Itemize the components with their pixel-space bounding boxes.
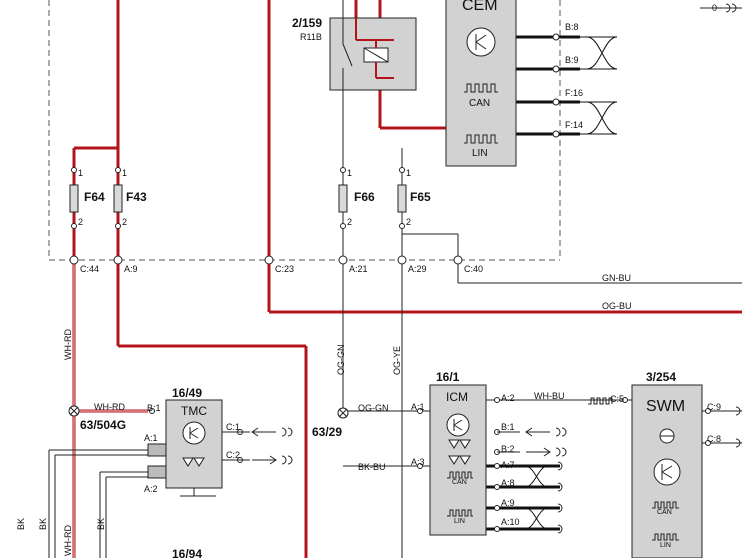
- conn-a9: A:9: [124, 264, 138, 274]
- icm-pin-a1: A:1: [411, 402, 425, 412]
- fuse-f64-label: F64: [84, 190, 105, 204]
- thin-wires: [48, 0, 742, 558]
- swm-lin-label: LIN: [660, 542, 671, 549]
- icm-lin-label: LIN: [454, 518, 465, 525]
- fuse-f43-label: F43: [126, 190, 147, 204]
- tmc-pin-a2: A:2: [144, 484, 158, 494]
- wire-gn-bu: GN-BU: [602, 273, 631, 283]
- icm-pin-a7: A:7: [501, 460, 515, 470]
- icm-pin-a9: A:9: [501, 498, 515, 508]
- cem-can-label: CAN: [469, 98, 490, 109]
- twisted-pair-symbols: [524, 36, 618, 530]
- icm-box: [429, 384, 613, 536]
- splice-63-29: 63/29: [312, 425, 342, 439]
- icm-ref: 16/1: [436, 370, 460, 384]
- cem-box: [445, 0, 517, 167]
- relay-ref: 2/159: [292, 16, 322, 30]
- conn-c23: C:23: [275, 264, 294, 274]
- fuse-f43-pin2: 2: [122, 217, 127, 227]
- wire-bk-3: BK: [96, 518, 106, 530]
- icm-pin-a2: A:2: [501, 393, 515, 403]
- tmc-title: TMC: [181, 404, 207, 418]
- swm-pin-c8: C:8: [707, 434, 721, 444]
- tmc-pin-b1: B:1: [147, 403, 161, 413]
- cem-pin-b8: B:8: [565, 22, 579, 32]
- cem-boundary: [48, 0, 561, 261]
- icm-pin-b2: B:2: [501, 444, 515, 454]
- swm-title: SWM: [646, 398, 685, 415]
- tmc-ref: 16/49: [172, 386, 202, 400]
- cem-title: CEM: [462, 0, 498, 14]
- splice-63-504g: 63/504G: [80, 418, 126, 432]
- conn-c44: C:44: [80, 264, 99, 274]
- ref-16-94: 16/94: [172, 547, 202, 558]
- relay-code: R11B: [300, 32, 322, 42]
- icm-pin-a3: A:3: [411, 457, 425, 467]
- wire-og-bu: OG-BU: [602, 301, 632, 311]
- icm-pin-a10: A:10: [501, 517, 520, 527]
- text-layer: CEM B:8 B:9 F:16 F:14 CAN LIN 2/159 R11B…: [16, 0, 721, 558]
- fuse-bodies: [69, 184, 407, 213]
- swm-pin-c5: C:5: [610, 394, 624, 404]
- wire-og-gn-horizontal: OG-GN: [358, 403, 389, 413]
- signal-arrows: [240, 3, 741, 534]
- wire-wh-rd-horizontal: WH-RD: [94, 402, 125, 412]
- fuse-f66-label: F66: [354, 190, 375, 204]
- wire-wh-rd-vertical: WH-RD: [63, 329, 73, 360]
- swm-box: [631, 384, 703, 558]
- cem-pin-b9: B:9: [565, 55, 579, 65]
- fuse-f65-label: F65: [410, 190, 431, 204]
- tmc-pin-c1: C:1: [226, 422, 240, 432]
- tmc-box: [147, 399, 240, 489]
- conn-a29: A:29: [408, 264, 427, 274]
- icm-can-label: CAN: [452, 479, 467, 486]
- tmc-pin-c2: C:2: [226, 450, 240, 460]
- wire-bk-bu: BK-BU: [358, 462, 386, 472]
- tmc-pin-a1: A:1: [144, 433, 158, 443]
- swm-can-label: CAN: [657, 509, 672, 516]
- fuse-f66-pin2: 2: [347, 217, 352, 227]
- fuse-f43-pin1: 1: [122, 168, 127, 178]
- relay-box: [329, 17, 417, 91]
- cem-pin-f16: F:16: [565, 88, 583, 98]
- cem-pin-f14: F:14: [565, 120, 583, 130]
- wire-og-ye-vertical: OG-YE: [392, 346, 402, 375]
- icm-pin-b1: B:1: [501, 422, 515, 432]
- icm-title: ICM: [446, 390, 468, 404]
- swm-ref: 3/254: [646, 370, 676, 384]
- cem-lin-label: LIN: [472, 148, 488, 159]
- wire-og-gn-vertical: OG-GN: [336, 345, 346, 376]
- fuse-f65-pin1: 1: [406, 168, 411, 178]
- top-right-label: 0: [712, 3, 717, 13]
- wire-wh-rd-bottom: WH-RD: [63, 525, 73, 556]
- wire-bk-1: BK: [16, 518, 26, 530]
- fuse-f66-pin1: 1: [347, 168, 352, 178]
- terminals: [69, 33, 711, 532]
- fuse-f64-pin1: 1: [78, 168, 83, 178]
- swm-pin-c9: C:9: [707, 402, 721, 412]
- conn-a21: A:21: [349, 264, 368, 274]
- wire-wh-bu: WH-BU: [534, 391, 565, 401]
- fuse-f65-pin2: 2: [406, 217, 411, 227]
- fuse-f64-pin2: 2: [78, 217, 83, 227]
- conn-c40: C:40: [464, 264, 483, 274]
- icm-pin-a8: A:8: [501, 478, 515, 488]
- splice-points: [68, 405, 349, 419]
- wire-bk-2: BK: [38, 518, 48, 530]
